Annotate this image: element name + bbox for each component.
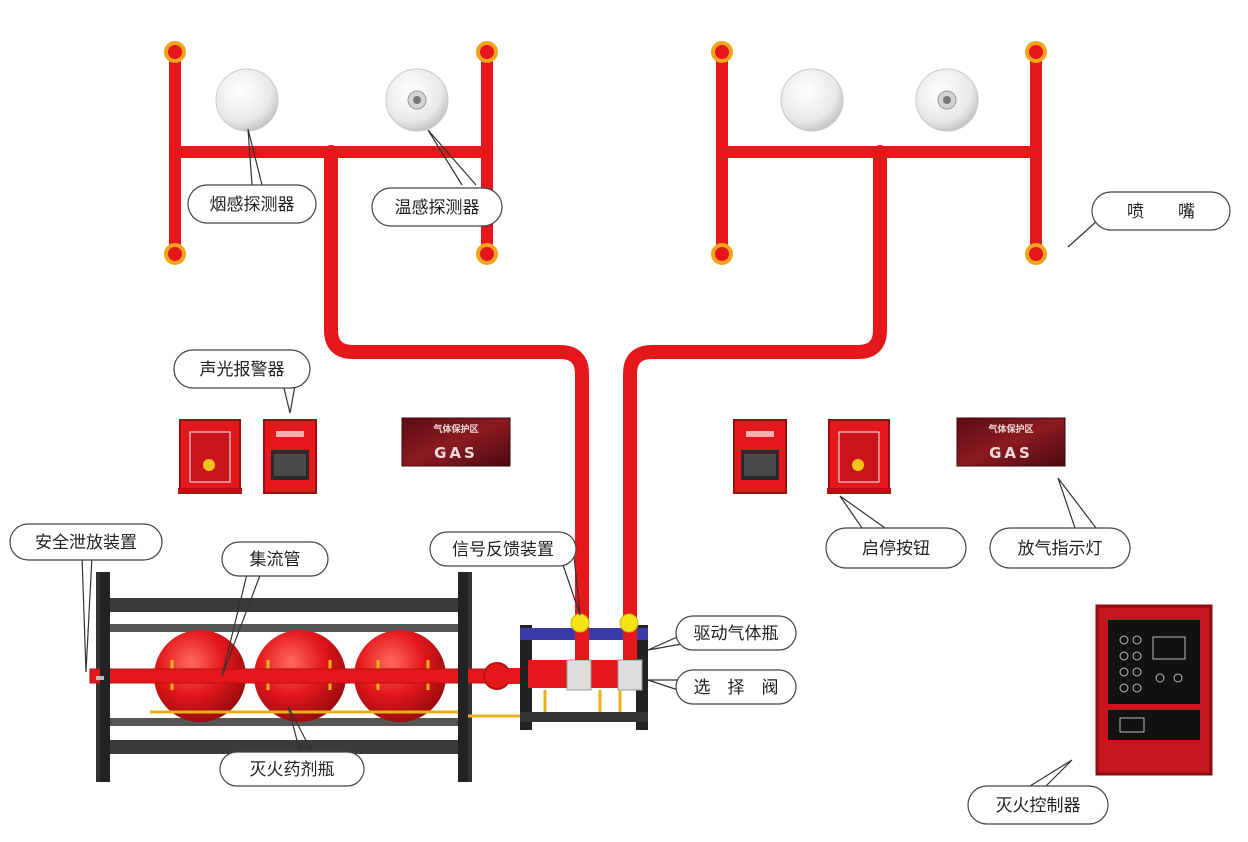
smoke-detector-icon: [780, 68, 844, 132]
nozzle-joint: [164, 243, 186, 265]
start-stop-button-icon: [827, 419, 891, 494]
label-text: 集流管: [250, 550, 301, 570]
label-heat-detector: 温感探测器: [371, 187, 503, 227]
label-drive-gas-cylinder: 驱动气体瓶: [675, 615, 797, 651]
nozzle-joint: [476, 243, 498, 265]
signal-feedback-icon: [619, 613, 639, 633]
nozzle-joint: [711, 41, 733, 63]
agent-cylinder-rack: [89, 572, 528, 782]
label-text: 灭火控制器: [996, 796, 1081, 816]
label-start-stop-button: 启停按钮: [825, 527, 967, 569]
right-nozzle-joints: [711, 41, 1047, 265]
label-text: 启停按钮: [862, 539, 930, 559]
heat-detector-icon: [385, 68, 449, 132]
label-manifold: 集流管: [221, 541, 329, 577]
label-text: 喷 嘴: [1127, 202, 1195, 222]
nozzle-joint: [164, 41, 186, 63]
label-text: 放气指示灯: [1018, 539, 1103, 559]
nozzle-joint: [1025, 41, 1047, 63]
fire-controller-icon: [1095, 604, 1213, 776]
label-text: 灭火药剂瓶: [250, 760, 335, 780]
gas-sign-title: 气体保护区: [432, 423, 478, 435]
start-stop-button-icon: [178, 419, 242, 494]
gas-sign-text: GAS: [434, 444, 478, 462]
label-signal-feedback: 信号反馈装置: [429, 531, 577, 567]
selector-valve-icon: [566, 659, 592, 691]
label-nozzle: 喷 嘴: [1091, 191, 1231, 231]
label-pressure-relief: 安全泄放装置: [9, 523, 163, 561]
right-pipe-network: [623, 46, 1042, 647]
smoke-detector-icon: [215, 68, 279, 132]
label-discharge-indicator: 放气指示灯: [989, 527, 1131, 569]
label-smoke-detector: 烟感探测器: [187, 184, 317, 224]
left-nozzle-joints: [164, 41, 498, 265]
label-controller: 灭火控制器: [967, 785, 1109, 825]
label-text: 信号反馈装置: [452, 540, 554, 560]
label-selector-valve: 选 择 阀: [675, 669, 797, 705]
signal-feedback-icon: [570, 613, 590, 633]
heat-detector-icon: [915, 68, 979, 132]
label-text: 温感探测器: [395, 198, 480, 218]
gas-sign-title: 气体保护区: [987, 423, 1033, 435]
selector-valve-rack: [520, 610, 648, 730]
label-text: 安全泄放装置: [35, 533, 137, 553]
gas-sign-left: 气体保护区 GAS: [401, 417, 511, 467]
gas-sign-right: 气体保护区 GAS: [956, 417, 1066, 467]
label-text: 选 择 阀: [694, 678, 779, 698]
selector-valve-icon: [617, 659, 643, 691]
alarm-icon: [263, 419, 317, 494]
leader-lines: [81, 128, 1118, 787]
nozzle-joint: [476, 41, 498, 63]
nozzle-joint: [1025, 243, 1047, 265]
manifold-pipe: [89, 668, 511, 684]
nozzle-joint: [711, 243, 733, 265]
label-text: 驱动气体瓶: [694, 624, 779, 644]
label-agent-cylinder: 灭火药剂瓶: [219, 751, 365, 787]
gas-sign-text: GAS: [989, 444, 1033, 462]
alarm-icon: [733, 419, 787, 494]
label-text: 声光报警器: [200, 360, 285, 380]
label-text: 烟感探测器: [210, 195, 295, 215]
label-alarm: 声光报警器: [173, 349, 311, 389]
